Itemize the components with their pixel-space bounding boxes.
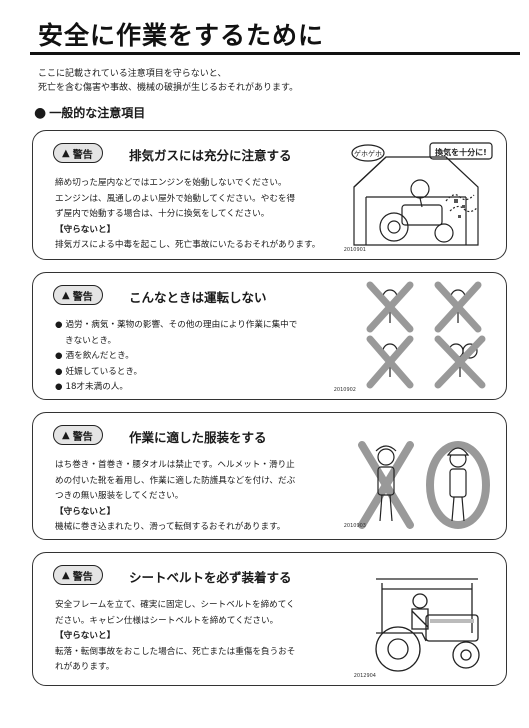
body-line: ださい。キャビン仕様はシートベルトを締めてください。: [55, 615, 279, 626]
warning-triangle-icon: ▲: [62, 147, 70, 159]
warning-card-clothing: ▲警告 作業に適した服装をする はち巻き・首巻き・腰タオルは禁止です。ヘルメット…: [32, 412, 507, 540]
warning-card-no-operation: ▲警告 こんなときは運転しない ●過労・病気・薬物の影響、その他の理由により作業…: [32, 272, 507, 400]
warning-badge-label: 警告: [72, 431, 93, 443]
warning-badge: ▲警告: [53, 565, 103, 585]
card-title: 作業に適した服装をする: [129, 430, 267, 445]
illustration-caption: 換気を十分に!: [435, 147, 487, 157]
list-item: ●妊娠しているとき。: [55, 366, 143, 377]
figure-id: 2012904: [353, 673, 376, 679]
page-title: 安全に作業をするために: [38, 21, 325, 50]
consequence-heading: 【守らないと】: [55, 631, 116, 641]
card-body: 締め切った屋内などではエンジンを始動しないでください。 エンジンは、風通しのよい…: [55, 176, 340, 254]
body-line: エンジンは、風通しのよい屋外で始動してください。やむを得: [55, 193, 296, 204]
body-line: つきの無い服装をしてください。: [55, 491, 184, 501]
bullet-icon: ●: [34, 105, 47, 121]
warning-card-exhaust: ▲警告 排気ガスには充分に注意する 締め切った屋内などではエンジンを始動しないで…: [32, 130, 507, 260]
consequence-heading: 【守らないと】: [55, 224, 116, 235]
list-item-continuation: きないとき。: [65, 335, 117, 346]
consequence-text: れがあります。: [55, 662, 115, 672]
warning-badge: ▲警告: [53, 425, 103, 445]
card-body: 安全フレームを立て、確実に固定し、シートベルトを締めてく ださい。キャビン仕様は…: [55, 598, 340, 676]
list-item: ●18才未満の人。: [55, 382, 128, 392]
list-item: ●酒を飲んだとき。: [55, 351, 134, 361]
bullet-list: ●過労・病気・薬物の影響、その他の理由により作業に集中で きないとき。 ●酒を飲…: [55, 318, 340, 396]
section-heading-label: 一般的な注意項目: [49, 106, 146, 120]
body-line: 締め切った屋内などではエンジンを始動しないでください。: [55, 178, 287, 188]
figure-id: 2010903: [343, 523, 366, 529]
card-body: はち巻き・首巻き・腰タオルは禁止です。ヘルメット・滑り止 めの付いた靴を着用し、…: [55, 458, 340, 536]
bullet-dot-icon: ●: [55, 351, 63, 361]
warning-triangle-icon: ▲: [62, 569, 70, 581]
warning-badge-label: 警告: [72, 571, 93, 583]
warning-card-seatbelt: ▲警告 シートベルトを必ず装着する 安全フレームを立て、確実に固定し、シートベル…: [32, 552, 507, 686]
card-title: 排気ガスには充分に注意する: [129, 148, 292, 163]
body-line: 安全フレームを立て、確実に固定し、シートベルトを締めてく: [55, 600, 295, 610]
warning-badge: ▲警告: [53, 285, 103, 305]
exhaust-illustration: 換気を十分に! ゲホゲホ: [351, 142, 493, 246]
bullet-dot-icon: ●: [55, 382, 63, 392]
illustration-sound: ゲホゲホ: [354, 149, 382, 158]
section-heading: ●一般的な注意項目: [34, 104, 145, 121]
consequence-heading: 【守らないと】: [55, 506, 116, 517]
body-line: はち巻き・首巻き・腰タオルは禁止です。ヘルメット・滑り止: [55, 460, 295, 470]
warning-badge-label: 警告: [72, 291, 93, 303]
tractor-seatbelt-illustration: [375, 578, 480, 672]
title-rule: [30, 52, 520, 55]
warning-badge: ▲警告: [53, 143, 103, 163]
card-body: ●過労・病気・薬物の影響、その他の理由により作業に集中で きないとき。 ●酒を飲…: [55, 318, 340, 396]
warning-triangle-icon: ▲: [62, 429, 70, 441]
list-item: ●過労・病気・薬物の影響、その他の理由により作業に集中で: [55, 320, 298, 330]
warning-triangle-icon: ▲: [62, 289, 70, 301]
intro-line: 死亡を含む傷害や事故、機械の破損が生じるおそれがあります。: [38, 83, 299, 93]
no-operation-illustration: [366, 281, 486, 389]
figure-id: 2010902: [333, 387, 356, 393]
consequence-text: 転落・転倒事故をおこした場合に、死亡または重傷を負うおそ: [55, 646, 296, 657]
warning-badge-label: 警告: [72, 149, 93, 161]
consequence-text: 機械に巻き込まれたり、滑って転倒するおそれがあります。: [55, 522, 286, 532]
figure-id: 2010901: [343, 247, 366, 253]
card-title: シートベルトを必ず装着する: [129, 570, 292, 585]
card-title: こんなときは運転しない: [129, 290, 267, 305]
clothing-illustration: [358, 441, 490, 529]
intro-line: ここに記載されている注意項目を守らないと、: [38, 69, 227, 79]
bullet-dot-icon: ●: [55, 320, 63, 330]
consequence-text: 排気ガスによる中毒を起こし、死亡事故にいたるおそれがあります。: [55, 240, 321, 250]
intro-text: ここに記載されている注意項目を守らないと、 死亡を含む傷害や事故、機械の破損が生…: [38, 67, 508, 95]
bullet-dot-icon: ●: [55, 366, 63, 377]
body-line: めの付いた靴を着用し、作業に適した防護具などを付け、だぶ: [55, 475, 296, 486]
body-line: ず屋内で始動する場合は、十分に換気をしてください。: [55, 209, 270, 219]
